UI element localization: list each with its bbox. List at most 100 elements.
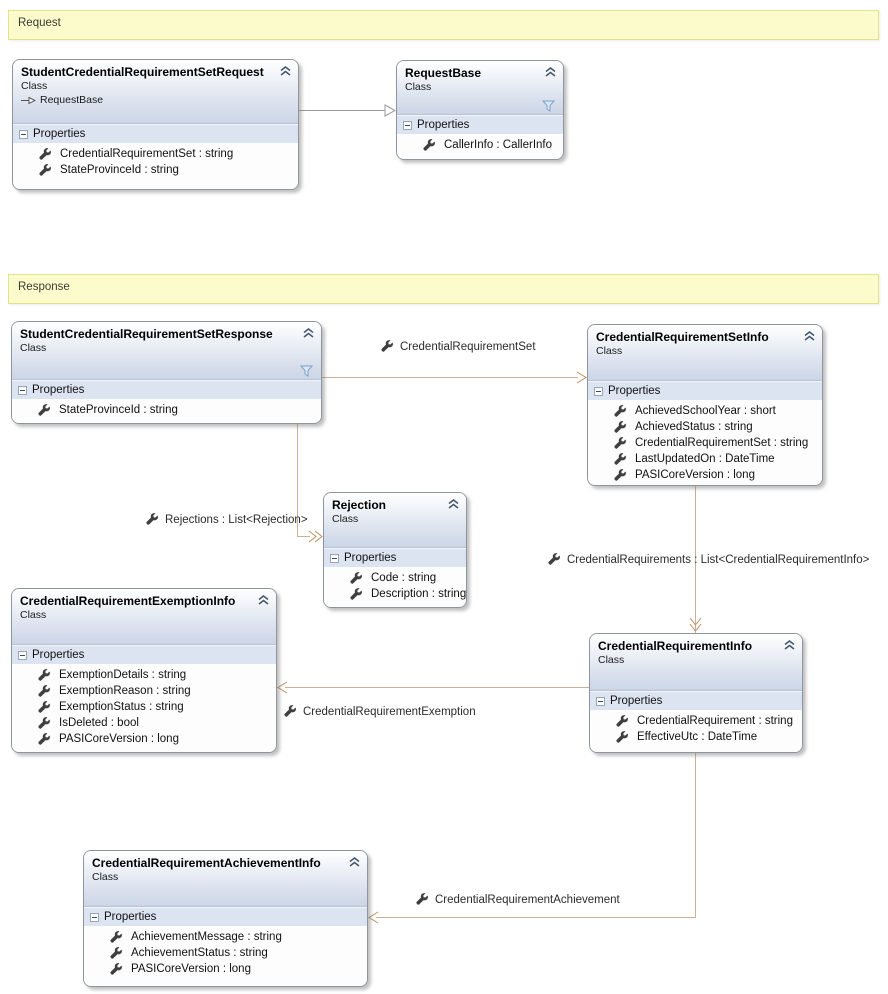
class-title: RequestBase (405, 66, 482, 80)
property-row[interactable]: StateProvinceId : string (12, 402, 321, 418)
wrench-icon (381, 340, 394, 353)
association-line-credentialrequirementexemption[interactable] (285, 687, 589, 688)
wrench-icon (616, 730, 629, 744)
property-row[interactable]: Description : string (324, 586, 466, 602)
wrench-icon (614, 452, 627, 466)
class-header: StudentCredentialRequirementSetResponse … (12, 322, 321, 380)
properties-section-header[interactable]: Properties (324, 548, 466, 567)
arrowhead-double-right-icon (308, 530, 323, 543)
collapse-chevron-icon[interactable] (448, 499, 459, 509)
association-label-rejections[interactable]: Rejections : List<Rejection> (146, 513, 308, 526)
property-text: StateProvinceId : string (59, 404, 178, 416)
property-row[interactable]: CallerInfo : CallerInfo (397, 137, 563, 153)
inheritance-line[interactable] (299, 110, 385, 111)
collapse-chevron-icon[interactable] (804, 331, 815, 341)
collapse-minus-icon[interactable] (596, 696, 605, 706)
property-row[interactable]: CredentialRequirementSet : string (13, 146, 298, 162)
association-label-credentialrequirementachievement[interactable]: CredentialRequirementAchievement (416, 893, 620, 906)
property-row[interactable]: IsDeleted : bool (12, 715, 276, 731)
property-row[interactable]: AchievedSchoolYear : short (588, 403, 822, 419)
property-text: CredentialRequirementSet : string (635, 437, 809, 449)
property-row[interactable]: LastUpdatedOn : DateTime (588, 451, 822, 467)
properties-list: AchievementMessage : string AchievementS… (84, 926, 367, 986)
association-line-credentialrequirementachievement-v[interactable] (695, 753, 696, 918)
property-row[interactable]: AchievementStatus : string (84, 945, 367, 961)
association-label-text: CredentialRequirementExemption (303, 705, 476, 718)
class-stereotype: Class (596, 345, 623, 357)
collapse-chevron-icon[interactable] (545, 67, 556, 77)
property-row[interactable]: AchievementMessage : string (84, 929, 367, 945)
properties-list: Code : string Description : string (324, 567, 466, 607)
wrench-icon (38, 716, 51, 730)
collapse-chevron-icon[interactable] (303, 328, 314, 338)
class-title: CredentialRequirementSetInfo (596, 330, 769, 344)
collapse-minus-icon[interactable] (18, 385, 27, 395)
properties-label: Properties (344, 552, 397, 564)
inherits-row: RequestBase (21, 94, 274, 106)
class-box-credentialrequirementinfo[interactable]: CredentialRequirementInfo Class Properti… (589, 633, 803, 753)
collapse-chevron-icon[interactable] (784, 640, 795, 650)
properties-section-header[interactable]: Properties (588, 381, 822, 400)
properties-list: ExemptionDetails : string ExemptionReaso… (12, 664, 276, 752)
class-box-credentialrequirementsetinfo[interactable]: CredentialRequirementSetInfo Class Prope… (587, 324, 823, 486)
property-row[interactable]: EffectiveUtc : DateTime (590, 729, 802, 745)
property-row[interactable]: PASICoreVersion : long (84, 961, 367, 977)
class-box-credentialrequirementachievementinfo[interactable]: CredentialRequirementAchievementInfo Cla… (83, 850, 368, 987)
property-row[interactable]: ExemptionStatus : string (12, 699, 276, 715)
properties-section-header[interactable]: Properties (397, 115, 563, 134)
properties-list: StateProvinceId : string (12, 399, 321, 423)
comment-banner-response[interactable]: Response (8, 274, 879, 304)
class-box-rejection[interactable]: Rejection Class Properties Code : string… (323, 492, 467, 608)
class-header: Rejection Class (324, 493, 466, 548)
property-row[interactable]: ExemptionReason : string (12, 683, 276, 699)
association-line-rejections-h[interactable] (297, 536, 310, 537)
comment-banner-request[interactable]: Request (8, 10, 879, 40)
collapse-chevron-icon[interactable] (258, 595, 269, 605)
collapse-minus-icon[interactable] (403, 120, 412, 130)
association-label-credentialrequirements[interactable]: CredentialRequirements : List<Credential… (548, 553, 869, 566)
property-row[interactable]: ExemptionDetails : string (12, 667, 276, 683)
association-line-credentialrequirementachievement-h[interactable] (376, 917, 696, 918)
comment-banner-response-text: Response (18, 281, 70, 293)
class-box-studentcredentialrequirementsetresponse[interactable]: StudentCredentialRequirementSetResponse … (11, 321, 322, 424)
properties-section-header[interactable]: Properties (12, 645, 276, 664)
class-box-credentialrequirementexemptioninfo[interactable]: CredentialRequirementExemptionInfo Class… (11, 588, 277, 753)
collapse-minus-icon[interactable] (594, 386, 603, 396)
association-line-credentialrequirementset[interactable] (322, 377, 578, 378)
association-label-text: Rejections : List<Rejection> (165, 513, 308, 526)
class-stereotype: Class (598, 654, 625, 666)
association-label-credentialrequirementexemption[interactable]: CredentialRequirementExemption (284, 705, 476, 718)
property-row[interactable]: CredentialRequirement : string (590, 713, 802, 729)
class-box-studentcredentialrequirementsetrequest[interactable]: StudentCredentialRequirementSetRequest C… (12, 59, 299, 190)
collapse-minus-icon[interactable] (18, 650, 27, 660)
arrowhead-right-icon (576, 371, 587, 384)
properties-section-header[interactable]: Properties (84, 907, 367, 926)
property-row[interactable]: AchievedStatus : string (588, 419, 822, 435)
property-row[interactable]: StateProvinceId : string (13, 162, 298, 178)
filter-icon[interactable] (541, 100, 556, 112)
association-label-credentialrequirementset[interactable]: CredentialRequirementSet (381, 340, 536, 353)
property-row[interactable]: PASICoreVersion : long (588, 467, 822, 483)
property-row[interactable]: CredentialRequirementSet : string (588, 435, 822, 451)
filter-icon[interactable] (299, 365, 314, 377)
properties-label: Properties (610, 695, 663, 707)
collapse-minus-icon[interactable] (19, 129, 28, 139)
association-line-rejections-v[interactable] (297, 424, 298, 537)
properties-section-header[interactable]: Properties (12, 380, 321, 399)
association-line-credentialrequirements[interactable] (695, 486, 696, 633)
collapse-chevron-icon[interactable] (280, 66, 291, 76)
property-text: CredentialRequirementSet : string (60, 148, 234, 160)
property-row[interactable]: PASICoreVersion : long (12, 731, 276, 747)
property-row[interactable]: Code : string (324, 570, 466, 586)
properties-label: Properties (104, 911, 157, 923)
class-box-requestbase[interactable]: RequestBase Class Properties CallerInfo … (396, 60, 564, 160)
properties-section-header[interactable]: Properties (590, 691, 802, 710)
properties-label: Properties (417, 119, 470, 131)
arrowhead-left-icon (277, 681, 288, 694)
properties-section-header[interactable]: Properties (13, 124, 298, 143)
collapse-chevron-icon[interactable] (349, 857, 360, 867)
collapse-minus-icon[interactable] (330, 553, 339, 563)
wrench-icon (38, 403, 51, 417)
collapse-minus-icon[interactable] (90, 912, 99, 922)
wrench-icon (146, 513, 159, 526)
